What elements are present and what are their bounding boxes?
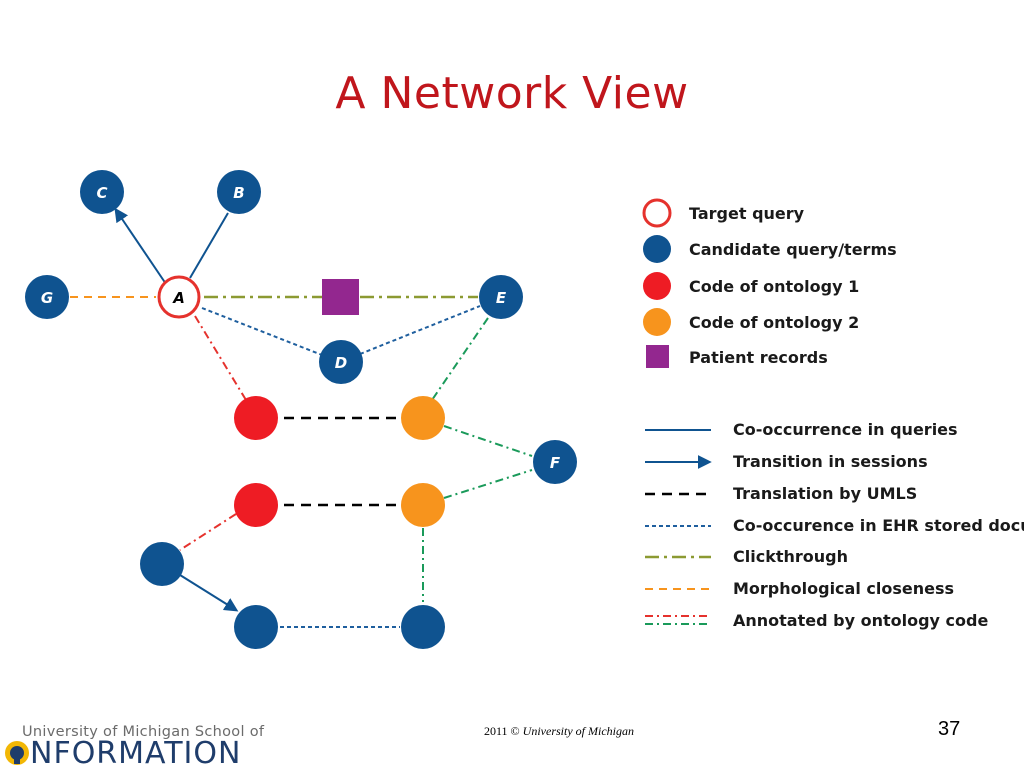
legend-morphological-label: Morphological closeness — [733, 579, 954, 598]
node-candidate-bottom-right — [401, 605, 445, 649]
legend-umls-label: Translation by UMLS — [733, 484, 917, 503]
network-diagram: C B G A E D F Target query Candidate que… — [25, 170, 1024, 649]
legend-ontology1-label: Code of ontology 1 — [689, 277, 859, 296]
legend-annotated-label: Annotated by ontology code — [733, 611, 988, 630]
node-a-target: A — [157, 275, 201, 319]
edge-blue-blue-transition — [179, 574, 239, 612]
legend-clickthrough-label: Clickthrough — [733, 547, 848, 566]
node-ontology2-lower — [401, 483, 445, 527]
node-c: C — [80, 170, 124, 214]
node-g: G — [25, 275, 69, 319]
edge-a-b-cooccurrence — [189, 212, 229, 279]
node-ontology2-upper — [401, 396, 445, 440]
slide-title: A Network View — [335, 68, 689, 119]
node-e: E — [479, 275, 523, 319]
copyright-prefix: 2011 © — [484, 724, 520, 738]
node-label-c: C — [96, 184, 107, 202]
legend-ontology1-symbol — [643, 272, 671, 300]
edge-a-d-ehr — [201, 307, 323, 356]
university-logo: University of Michigan School of NFORMAT… — [4, 724, 274, 771]
node-label-d: D — [335, 354, 347, 372]
copyright-org: University of Michigan — [522, 724, 634, 738]
edge-e-orange1-annotated — [431, 317, 489, 401]
legend-patient-label: Patient records — [689, 348, 828, 367]
node-candidate-bottom — [234, 605, 278, 649]
legend-target-symbol — [642, 198, 672, 228]
legend-patient-symbol — [646, 345, 669, 368]
logo-information-word: NFORMATION — [30, 736, 242, 771]
legend-ontology2-label: Code of ontology 2 — [689, 313, 859, 332]
node-d: D — [319, 340, 363, 384]
node-label-e: E — [496, 289, 507, 307]
node-ontology1-upper — [234, 396, 278, 440]
legend-node-types: Target query Candidate query/terms Code … — [642, 198, 897, 368]
page-number: 37 — [938, 718, 961, 740]
node-ontology1-lower — [234, 483, 278, 527]
legend-ehr-label: Co-occurence in EHR stored documents — [733, 516, 1024, 535]
node-patient-records — [322, 279, 359, 315]
legend-edge-types: Co-occurrence in queries Transition in s… — [645, 420, 1024, 630]
legend-candidate-symbol — [643, 235, 671, 263]
node-candidate-left — [140, 542, 184, 586]
edge-red2-blue-annotated — [179, 513, 237, 551]
node-label-f: F — [550, 454, 561, 472]
legend-cooccurrence-label: Co-occurrence in queries — [733, 420, 958, 439]
legend-ontology2-symbol — [643, 308, 671, 336]
legend-transition-label: Transition in sessions — [733, 452, 928, 471]
footer-copyright: 2011 © University of Michigan — [484, 724, 634, 739]
node-label-b: B — [233, 184, 244, 202]
edge-a-c-transition — [114, 207, 167, 285]
edge-orange1-f-annotated — [443, 425, 533, 457]
logo-i-icon — [5, 741, 29, 765]
edge-a-red1-annotated — [194, 315, 247, 401]
node-f: F — [533, 440, 577, 484]
logo-school-line: University of Michigan School of — [22, 724, 265, 740]
node-b: B — [217, 170, 261, 214]
legend-target-label: Target query — [689, 204, 805, 223]
node-label-g: G — [41, 289, 53, 307]
legend-candidate-label: Candidate query/terms — [689, 240, 897, 259]
edge-d-e-ehr — [359, 305, 481, 355]
edge-orange2-f-annotated — [443, 469, 533, 499]
node-label-a: A — [172, 289, 185, 307]
